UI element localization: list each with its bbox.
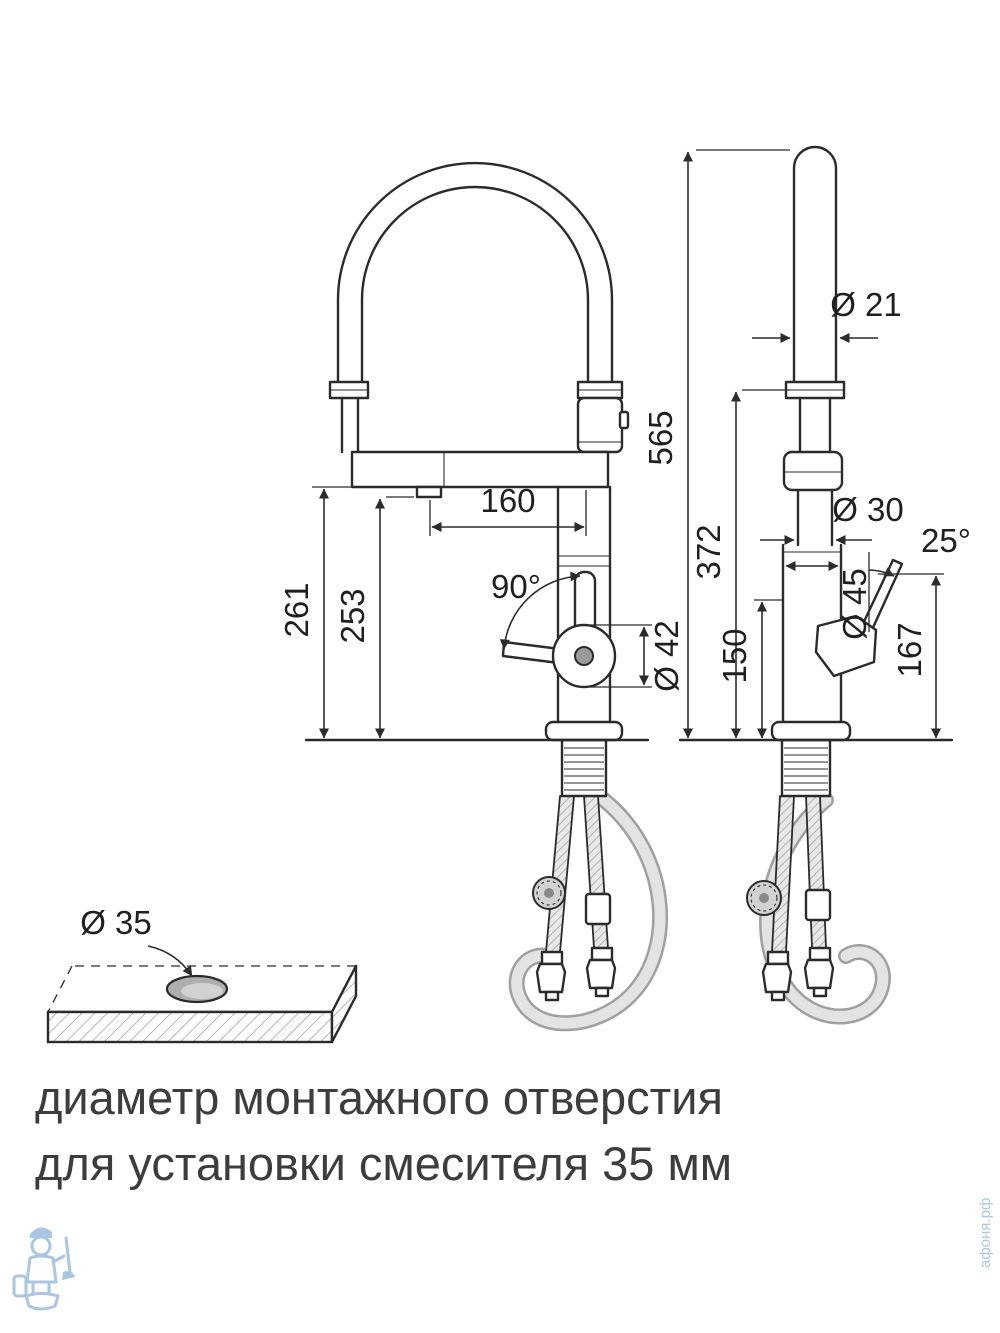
front-mounting-shank <box>560 738 608 798</box>
dim-d21-label: Ø 21 <box>830 286 902 323</box>
angle-25-label: 25° <box>921 522 971 559</box>
dim-167-label: 167 <box>891 622 928 677</box>
dim-d35-label: Ø 35 <box>80 904 152 941</box>
side-mounting-shank <box>780 738 832 798</box>
dim-spout-reach: 160 <box>429 482 587 536</box>
faucet-body-front <box>544 485 624 742</box>
dim-handle-tilt-angle: 25° <box>868 522 971 632</box>
dim-150-label: 150 <box>716 628 753 683</box>
plumber-mascot-watermark <box>12 1227 75 1311</box>
dim-total-height: 565 <box>642 149 790 739</box>
dim-joint-diameter: Ø 42 <box>590 620 685 692</box>
dim-253-label: 253 <box>334 588 371 643</box>
side-spring-tube <box>784 145 846 454</box>
caption: диаметр монтажного отверстия для установ… <box>35 1071 732 1190</box>
faucet-side-view <box>678 145 954 1025</box>
caption-line-2: для установки смесителя 35 мм <box>35 1137 732 1190</box>
dim-side-handle-height: 167 <box>878 573 944 739</box>
front-loop-hose <box>508 792 669 1032</box>
handle-side <box>814 558 904 678</box>
front-supply-hoses <box>532 795 617 1002</box>
spout-arm <box>350 450 610 499</box>
handle-base-side <box>814 614 878 678</box>
spray-head <box>576 396 630 454</box>
dim-d30-label: Ø 30 <box>832 491 904 528</box>
dim-565-label: 565 <box>642 410 679 465</box>
spout-outlet <box>415 485 443 499</box>
dimension-annotations: 565 372 150 167 261 253 <box>278 149 971 739</box>
faucet-front-view <box>304 161 669 1032</box>
site-watermark: афоня.рф <box>977 1198 994 1268</box>
angle-90-label: 90° <box>491 568 541 605</box>
dim-372-label: 372 <box>690 524 727 579</box>
side-supply-hoses <box>746 795 835 1002</box>
dim-handle-swing-angle: 90° <box>491 568 581 650</box>
dim-hose-diameter: Ø 21 <box>752 286 902 343</box>
spring-hose-arch <box>328 161 624 454</box>
dim-spout-height: 372 <box>690 389 790 739</box>
countertop-illustration: Ø 35 <box>46 904 358 1044</box>
dim-body-diameter: Ø 45 <box>785 561 873 640</box>
dim-d42-label: Ø 42 <box>648 620 685 692</box>
dim-d45-label: Ø 45 <box>836 568 873 640</box>
dim-front-inner-height: 253 <box>334 496 414 739</box>
dim-160-label: 160 <box>480 482 535 519</box>
dim-front-outer-height: 261 <box>278 486 414 739</box>
dim-handle-height: 150 <box>716 599 784 739</box>
dim-261-label: 261 <box>278 582 315 637</box>
dim-neck-diameter: Ø 30 <box>760 491 904 545</box>
side-spout <box>782 450 844 547</box>
spray-button <box>618 410 630 430</box>
caption-line-1: диаметр монтажного отверстия <box>35 1071 723 1124</box>
